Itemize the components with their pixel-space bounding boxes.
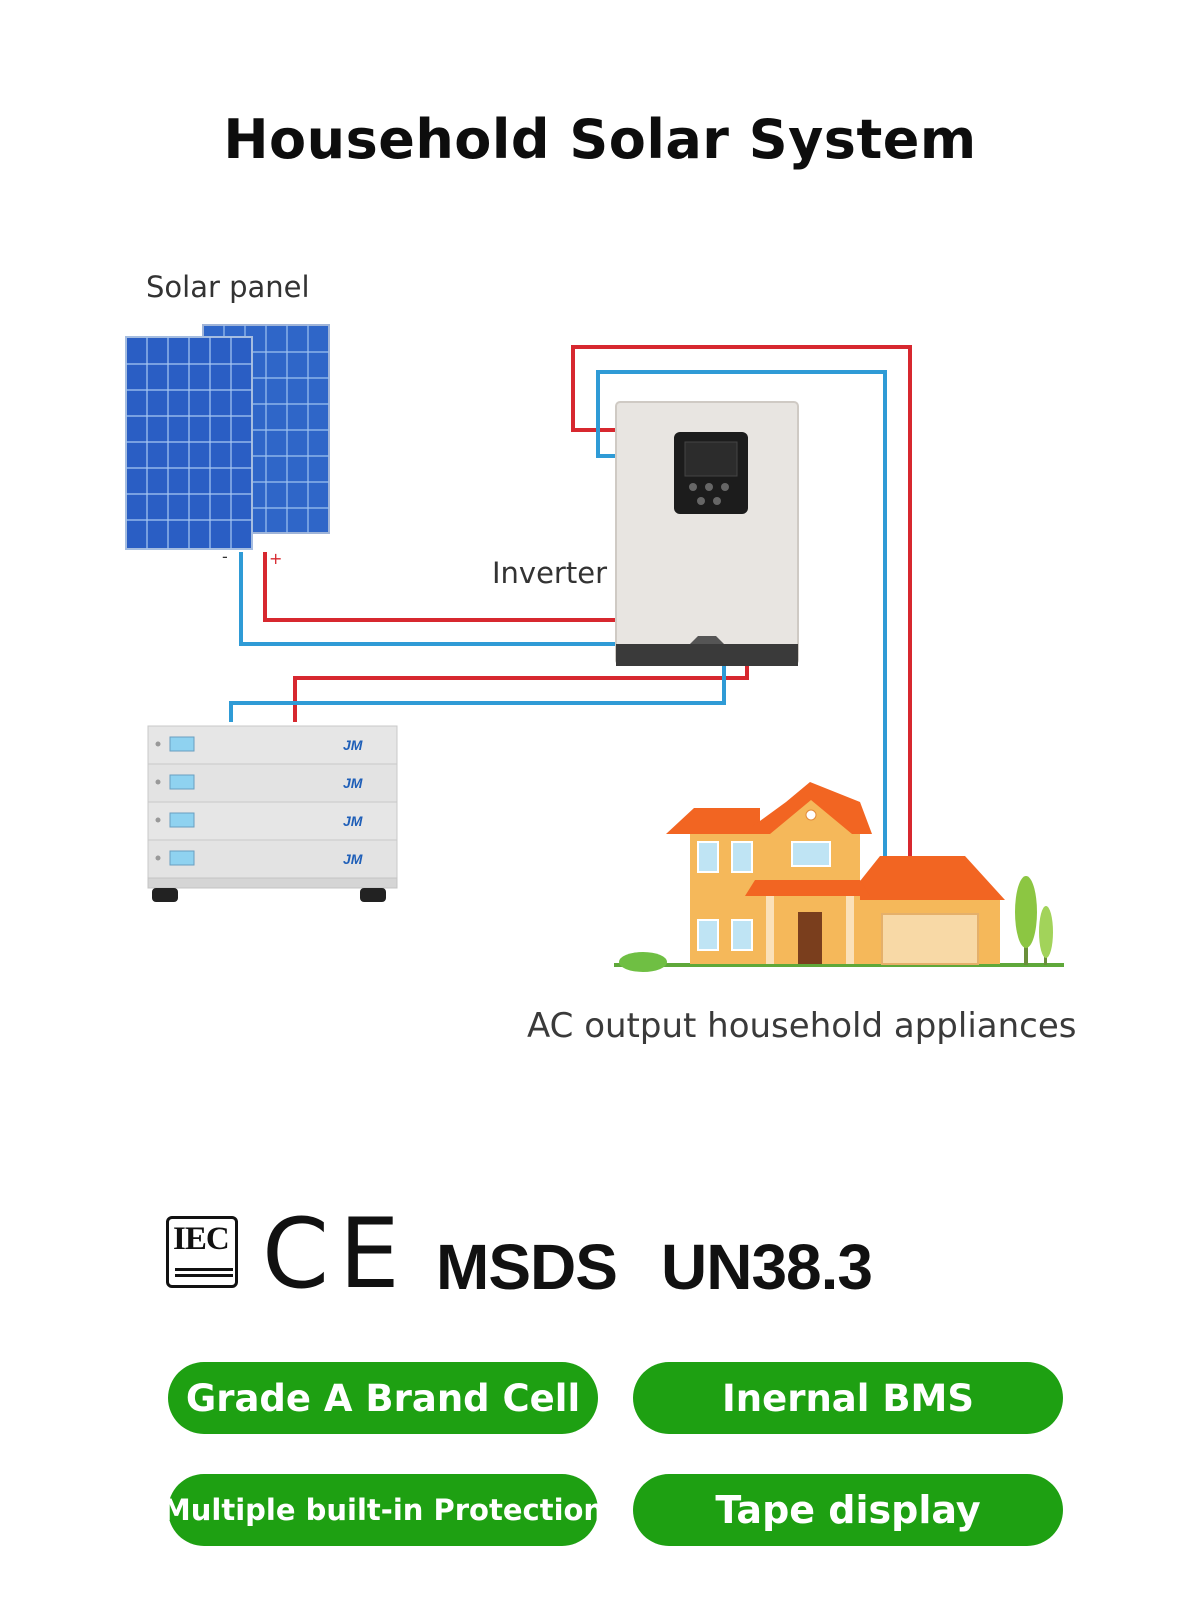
ce-mark: CE [262, 1198, 410, 1310]
house-image [614, 782, 1064, 972]
battery-brand-2: JM [343, 775, 363, 791]
iec-logo: IEC [166, 1216, 238, 1288]
battery-brand-4: JM [343, 851, 363, 867]
solar-panel-label: Solar panel [146, 270, 310, 304]
battery-positive-wire [293, 666, 749, 722]
battery-brand-3: JM [343, 813, 363, 829]
battery-negative-wire [229, 666, 726, 722]
msds-label: MSDS [436, 1231, 618, 1303]
feature-protection: Multiple built-in Protection [162, 1474, 604, 1546]
battery-stack-image: JM JM JM JM [147, 725, 398, 902]
solar-system-diagram: - + [125, 324, 1064, 972]
inverter-image [615, 401, 799, 666]
ac-positive-wire [571, 345, 912, 856]
iec-text: IEC [173, 1221, 230, 1257]
solar-panel-image [125, 324, 330, 550]
panel-plus-label: + [269, 549, 282, 568]
panel-positive-wire [263, 552, 616, 622]
battery-brand-1: JM [343, 737, 363, 753]
un38-label: UN38.3 [661, 1231, 873, 1303]
inverter-label: Inverter [492, 556, 607, 590]
feature-tape-display: Tape display [633, 1474, 1063, 1546]
wiring [229, 345, 912, 856]
page-title: Household Solar System [223, 108, 977, 171]
feature-internal-bms: Inernal BMS [633, 1362, 1063, 1434]
panel-negative-wire [239, 552, 616, 646]
panel-minus-label: - [222, 547, 228, 566]
feature-grade-a-cell: Grade A Brand Cell [168, 1362, 598, 1434]
ac-negative-wire [596, 370, 887, 856]
ac-output-label: AC output household appliances [527, 1006, 1077, 1046]
